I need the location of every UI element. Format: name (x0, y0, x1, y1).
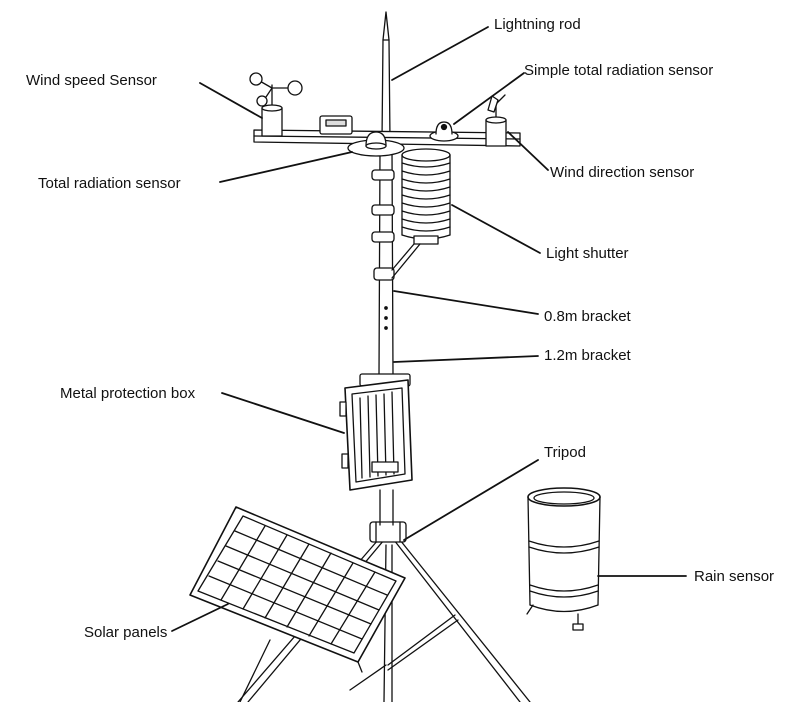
wind-speed-sensor-drawing (249, 72, 303, 137)
total-radiation-sensor-drawing (347, 131, 405, 157)
simple-radiation-sensor-drawing (429, 121, 459, 142)
label-wind-direction-sensor: Wind direction sensor (550, 164, 695, 181)
label-rain-sensor: Rain sensor (694, 568, 775, 585)
wind-direction-sensor-drawing (485, 94, 507, 147)
label-wind-speed-sensor: Wind speed Sensor (26, 72, 157, 89)
label-simple-total-radiation-sensor: Simple total radiation sensor (524, 62, 714, 79)
label-lightning-rod: Lightning rod (494, 16, 581, 33)
leader-lines (171, 26, 687, 632)
light-shutter-drawing (391, 148, 451, 279)
metal-protection-box-drawing (339, 373, 413, 491)
label-metal-protection-box: Metal protection box (60, 385, 196, 402)
mast-drawing (371, 11, 395, 526)
rain-sensor-drawing (526, 487, 601, 631)
label-solar-panels: Solar panels (84, 624, 168, 641)
tripod-drawing (237, 521, 531, 703)
label-total-radiation-sensor: Total radiation sensor (38, 175, 181, 192)
label-1-2m-bracket: 1.2m bracket (544, 347, 631, 364)
label-0-8m-bracket: 0.8m bracket (544, 308, 631, 325)
solar-panel-drawing (189, 506, 406, 703)
label-tripod: Tripod (544, 444, 586, 461)
label-light-shutter: Light shutter (546, 245, 629, 262)
